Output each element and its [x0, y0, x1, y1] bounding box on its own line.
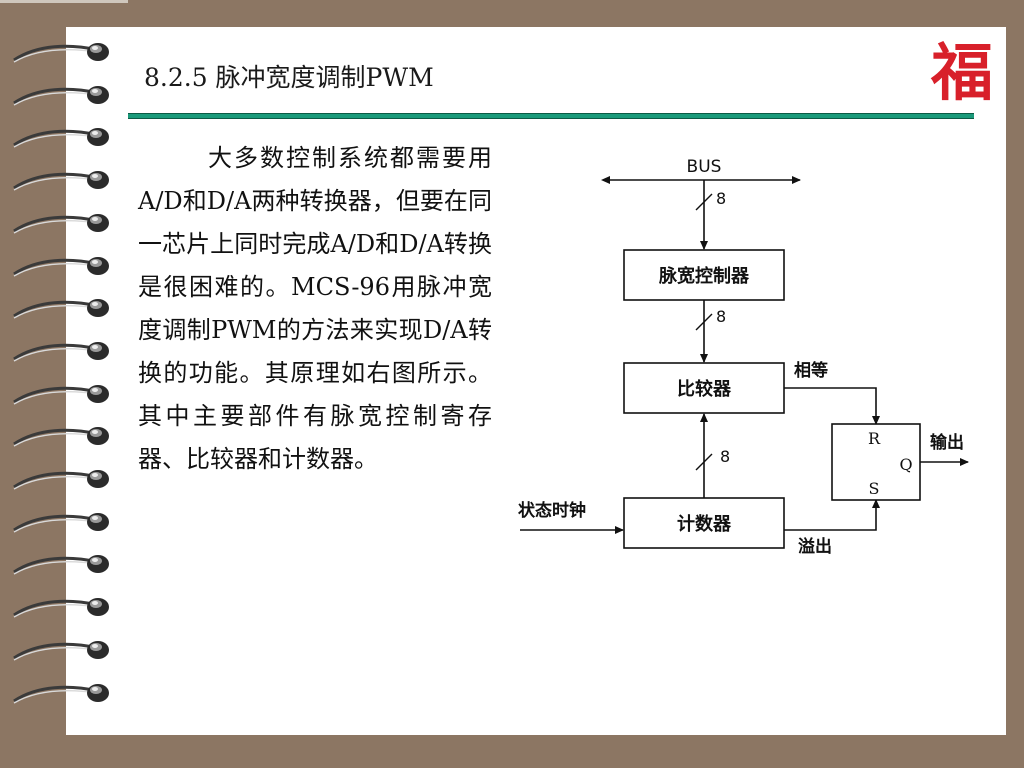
spiral-binding-ring-icon	[13, 43, 109, 63]
spiral-binding-ring-icon	[13, 555, 109, 575]
controller-width-slash	[695, 313, 713, 331]
flip-flop-q-label: Q	[899, 455, 912, 474]
paper-edge	[0, 0, 128, 3]
counter-box	[623, 497, 785, 549]
overflow-label: 溢出	[798, 536, 832, 557]
pwm-controller-label: 脉宽控制器	[658, 265, 750, 287]
slide-title: 8.2.5 脉冲宽度调制PWM	[144, 63, 434, 92]
controller-width-label: 8	[716, 307, 726, 326]
spiral-binding-ring-icon	[13, 640, 109, 661]
title-divider	[128, 113, 974, 119]
bus-width-label: 8	[716, 189, 726, 208]
spiral-binding-ring-icon	[13, 341, 109, 362]
spiral-binding-ring-icon	[13, 512, 109, 533]
pwm-controller-box	[623, 249, 785, 301]
output-label: 输出	[930, 432, 964, 453]
spiral-binding-ring-icon	[13, 384, 109, 405]
clock-label: 状态时钟	[518, 500, 586, 521]
equal-signal-line	[784, 387, 880, 425]
spiral-binding-ring-icon	[13, 299, 109, 319]
binding-strip	[0, 0, 66, 768]
spiral-binding-ring-icon	[13, 256, 109, 277]
spiral-binding-ring-icon	[13, 427, 109, 447]
spiral-binding-ring-icon	[13, 171, 109, 191]
flip-flop-r-label: R	[868, 429, 881, 448]
comparator-label: 比较器	[677, 378, 732, 400]
fu-logo-char: 福	[930, 36, 993, 108]
counter-width-slash	[695, 453, 713, 471]
counter-width-label: 8	[720, 447, 730, 466]
spiral-binding-ring-icon	[13, 85, 109, 106]
spiral-binding-ring-icon	[13, 128, 109, 148]
counter-label: 计数器	[677, 513, 732, 535]
bus-label: BUS	[687, 157, 722, 177]
flip-flop-s-label: S	[869, 479, 880, 498]
body-paragraph: 大多数控制系统都需要用A/D和D/A两种转换器，但要在同一芯片上同时完成A/D和…	[138, 144, 492, 473]
fu-character-logo: 福	[930, 36, 993, 108]
bus-width-slash	[695, 193, 713, 211]
spiral-binding-ring-icon	[13, 598, 109, 618]
spiral-binding-ring-icon	[13, 213, 109, 234]
equal-label: 相等	[794, 360, 828, 381]
pwm-block-diagram: BUS 8 脉宽控制器 8 比较器 相等 8 计数器 状态时钟 溢出 R S Q…	[518, 157, 969, 557]
slide-page	[66, 27, 1006, 735]
spiral-binding-ring-icon	[13, 470, 109, 490]
spiral-binding-ring-icon	[13, 683, 109, 704]
overflow-line	[784, 499, 880, 531]
